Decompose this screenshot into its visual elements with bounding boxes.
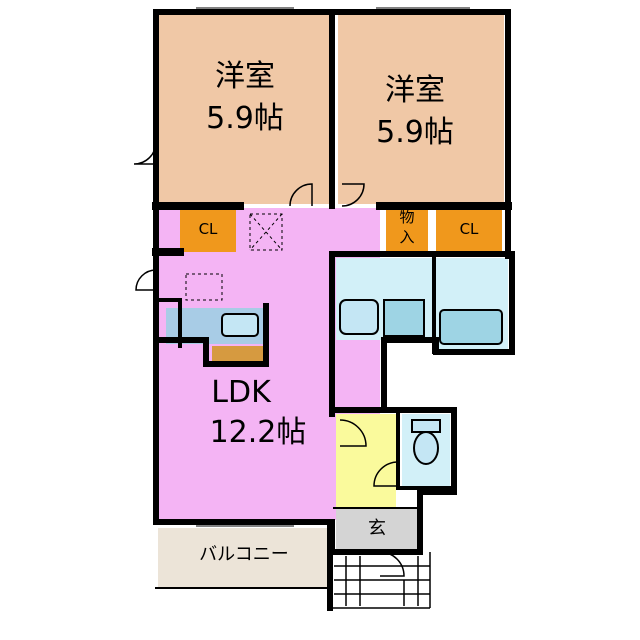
kitchen-cabinet [212, 346, 264, 362]
western-room-right-floor [338, 14, 504, 204]
door-arc-room-right [341, 183, 365, 207]
entrance-floor [336, 508, 420, 550]
door-arc-hall [339, 419, 367, 447]
closet-right-floor [436, 210, 502, 252]
bathtub [439, 309, 503, 345]
washbasin-counter [383, 299, 425, 337]
western-room-right-size: 5.9帖 [376, 115, 454, 150]
entrance-label: 玄 [368, 518, 386, 539]
door-arc-room-left [289, 183, 313, 207]
walls [152, 9, 515, 611]
door-arc-toilet [373, 461, 399, 487]
western-room-right-name: 洋室 [385, 73, 445, 108]
balcony-label: バルコニー [199, 544, 289, 565]
door-arc-entrance [379, 551, 405, 577]
toilet-tank [411, 419, 441, 433]
western-room-left-floor [158, 14, 330, 204]
closet-left-label: CL [198, 220, 218, 238]
storage-floor [386, 210, 428, 252]
storage-label-top: 物 [399, 208, 415, 226]
porch-grid [332, 552, 431, 609]
ldk-size: 12.2帖 [209, 415, 307, 450]
refrigerator-space [185, 273, 223, 301]
storage-label-bottom: 入 [399, 228, 415, 246]
ceiling-hatch [249, 213, 283, 251]
closet-right-label: CL [459, 220, 479, 238]
sink [221, 313, 259, 337]
western-room-left-size: 5.9帖 [206, 101, 284, 136]
balcony-floor [158, 528, 330, 588]
door-arc-ldk [135, 269, 157, 291]
ceiling-hatch-diag-2 [249, 213, 283, 251]
hall-floor [336, 414, 396, 508]
toilet-bowl [413, 431, 439, 465]
washbasin [339, 299, 379, 335]
western-room-left-name: 洋室 [215, 59, 275, 94]
closet-left-floor [180, 210, 236, 252]
windows [196, 7, 470, 527]
door-arc-left-room [133, 141, 157, 165]
ldk-name: LDK [211, 375, 271, 410]
